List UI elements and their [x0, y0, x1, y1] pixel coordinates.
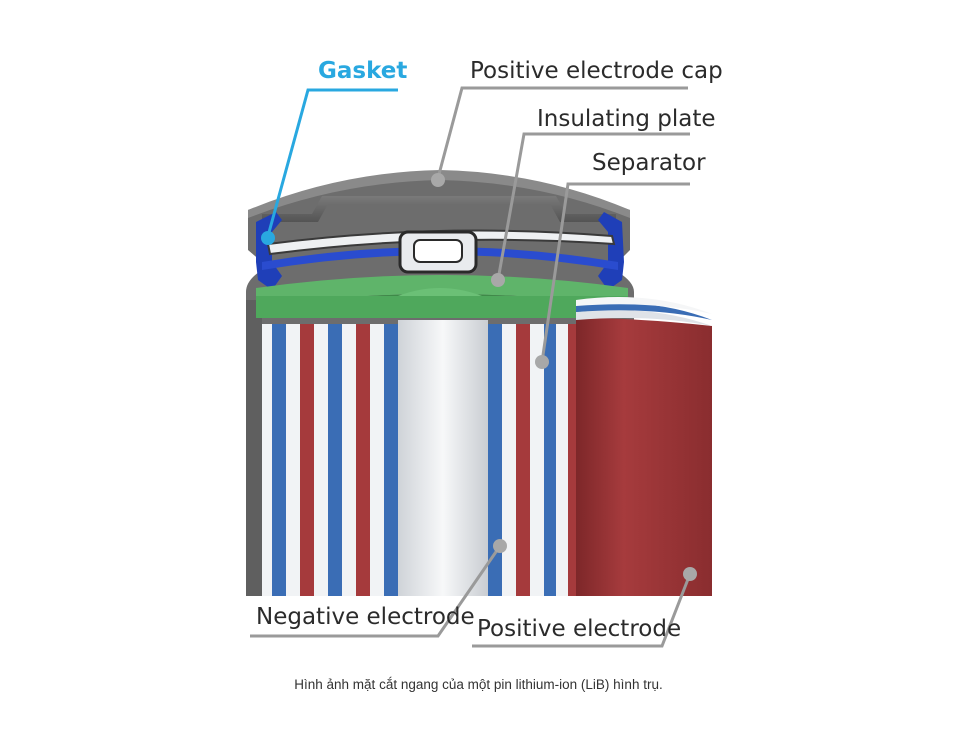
insulating-plate-green	[256, 275, 628, 318]
leader-dots	[261, 173, 697, 581]
leader-line-gasket	[266, 88, 398, 237]
insulating-plate-disk	[266, 229, 616, 274]
leader-dot-gasket	[261, 231, 275, 245]
positive-electrode-sheet	[576, 297, 712, 596]
figure-caption: Hình ảnh mặt cắt ngang của một pin lithi…	[294, 677, 663, 692]
leader-dot-positive-cap	[431, 173, 445, 187]
leader-line-negative-electrode	[250, 545, 502, 638]
leader-line-positive-cap	[436, 86, 688, 179]
label-separator: Separator	[592, 150, 706, 176]
leader-dot-negative-electrode	[493, 539, 507, 553]
positive-electrode-cap	[248, 170, 630, 222]
label-insulating-plate: Insulating plate	[537, 106, 716, 132]
leader-line-insulating-plate	[496, 132, 690, 281]
label-negative-electrode: Negative electrode	[256, 604, 475, 630]
leader-line-positive-electrode	[472, 573, 692, 648]
electrode-layers	[262, 320, 576, 596]
leader-line-separator	[540, 182, 690, 363]
label-gasket: Gasket	[318, 58, 407, 84]
leader-dot-insulating-plate	[491, 273, 505, 287]
label-positive-electrode: Positive electrode	[477, 616, 681, 642]
leader-lines	[250, 86, 692, 648]
leader-dot-positive-electrode	[683, 567, 697, 581]
label-positive-electrode-cap: Positive electrode cap	[470, 58, 723, 84]
leader-dot-separator	[535, 355, 549, 369]
